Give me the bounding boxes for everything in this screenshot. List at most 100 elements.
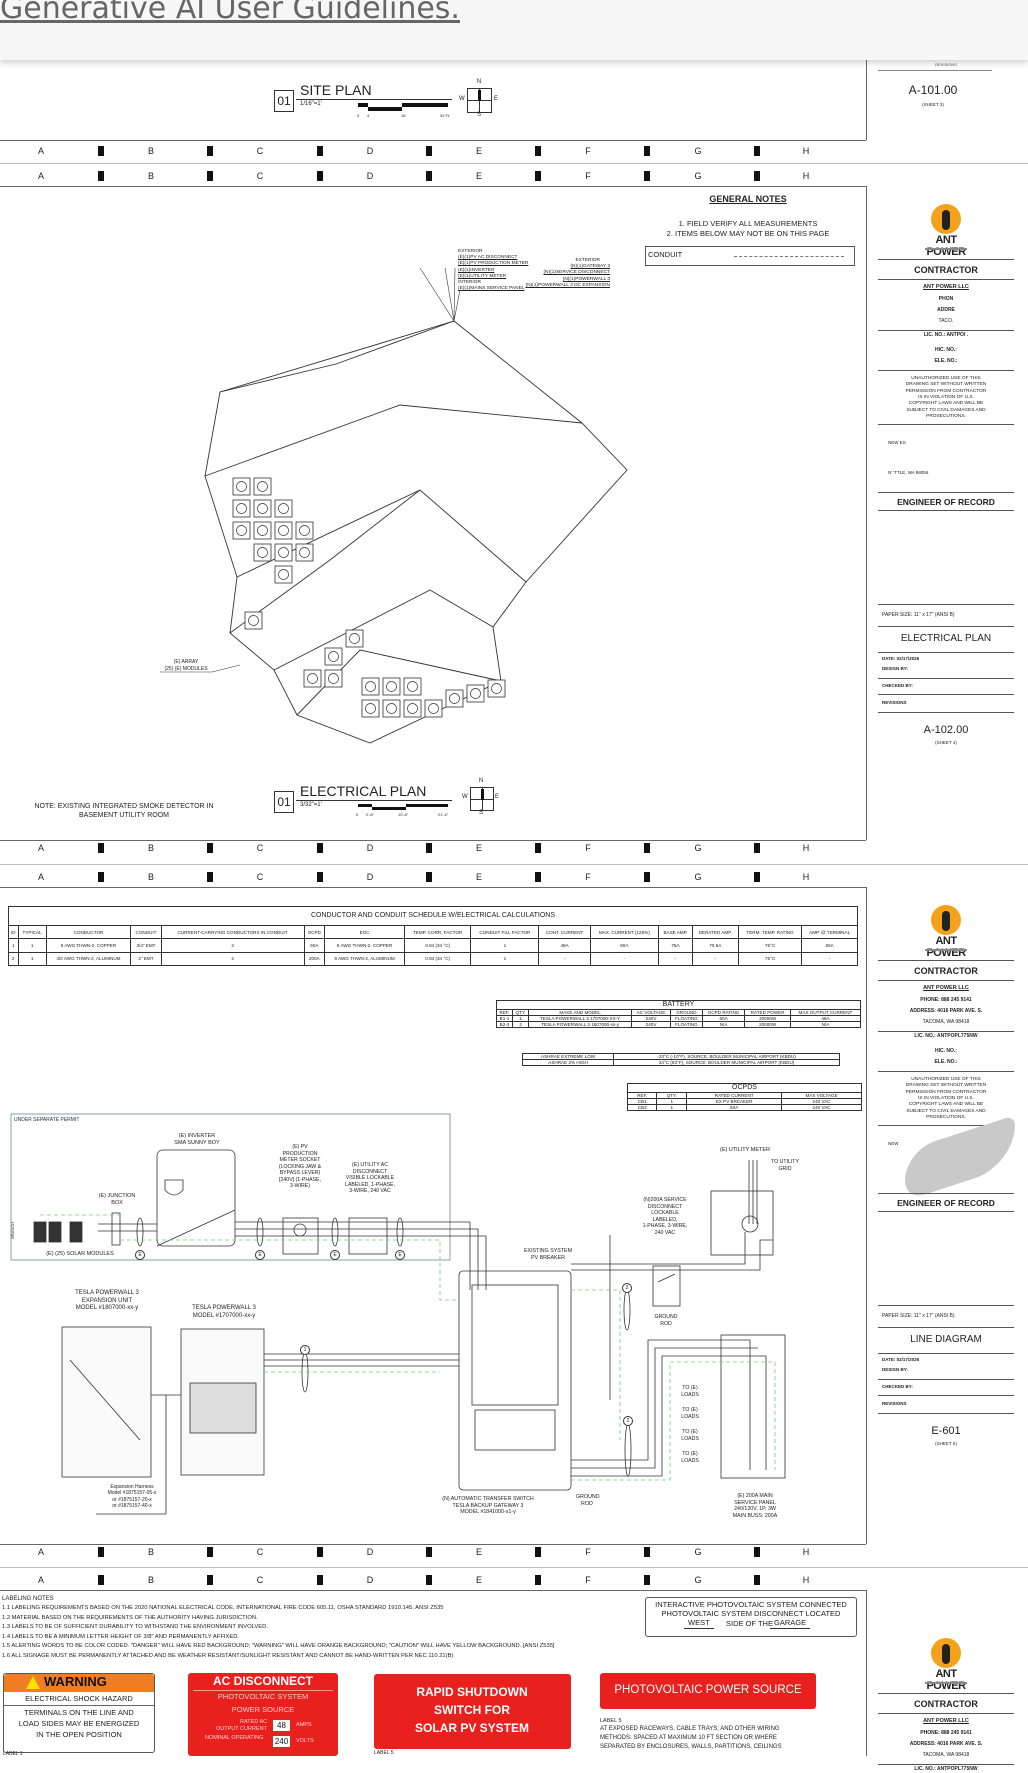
sheet-border bbox=[0, 1590, 866, 1591]
compass-s: S bbox=[476, 112, 482, 118]
callout-label: (N)(1)SERVICE DISCONNECT bbox=[543, 270, 610, 276]
table-cell: - bbox=[691, 951, 739, 967]
company-name: ANT POWER LLC bbox=[923, 1718, 969, 1724]
guidelines-link[interactable]: Generative AI User Guidelines. bbox=[0, 0, 460, 26]
grid-tick bbox=[98, 843, 104, 853]
grid-tick bbox=[98, 872, 104, 882]
solar-panel-cell bbox=[257, 481, 268, 492]
solar-panel bbox=[361, 677, 380, 696]
main-panel-label: SERVICE PANEL bbox=[734, 1499, 776, 1506]
table-cell: ASHRAE 2% HIGH bbox=[521, 1059, 615, 1067]
divider bbox=[878, 1031, 1014, 1032]
divider bbox=[878, 694, 1014, 695]
sheet-divider bbox=[0, 163, 1028, 164]
grid-tick bbox=[426, 171, 432, 181]
divider bbox=[878, 1193, 1014, 1194]
pv-breaker-label: EXISTING SYSTEM bbox=[524, 1248, 572, 1254]
sheet-date: DATE: 02/17/2026 bbox=[882, 656, 920, 661]
utility-disconnect-label: LABELED, 1-PHASE, bbox=[345, 1181, 395, 1188]
sheet-title: ELECTRICAL PLAN bbox=[900, 633, 992, 644]
schedule-table: CONDUCTOR AND CONDUIT SCHEDULE W/ELECTRI… bbox=[8, 905, 858, 967]
solar-panel bbox=[445, 689, 464, 708]
grid-tick bbox=[535, 146, 541, 156]
ele-number: ELE. NO.: bbox=[934, 1059, 958, 1065]
ats-label: TESLA BACKUP GATEWAY 3 bbox=[452, 1502, 524, 1509]
sheet-border bbox=[866, 60, 867, 140]
location-name: GARAGE bbox=[770, 1618, 811, 1629]
grid-tick bbox=[98, 1547, 104, 1557]
grid-letter: A bbox=[37, 872, 45, 882]
company-city: TACOMA, WA 98418 bbox=[922, 1019, 970, 1025]
solar-panel-cell bbox=[236, 525, 247, 536]
grid-tick bbox=[207, 146, 213, 156]
label-text: METHODS; SPACED AT MAXIMUM 10 FT SECTION… bbox=[600, 1735, 777, 1741]
table-cell: 240 VAC bbox=[781, 1103, 862, 1111]
solar-panel bbox=[253, 543, 272, 562]
table-cell: - bbox=[538, 951, 591, 967]
solar-panel bbox=[274, 543, 293, 562]
logo-ant-icon bbox=[942, 210, 950, 230]
grid-letter: C bbox=[256, 146, 264, 156]
grid-tick bbox=[207, 171, 213, 181]
grid-letter: H bbox=[802, 146, 810, 156]
powerwall-label: TESLA POWERWALL 3 bbox=[192, 1305, 256, 1311]
license-number: LIC. NO.: ANTPOI . bbox=[923, 332, 969, 338]
grid-tick bbox=[754, 171, 760, 181]
column-header: AC VOLTAGE bbox=[630, 1008, 672, 1016]
service-disconnect-label: 1-PHASE, 3-WIRE, bbox=[642, 1223, 688, 1229]
solar-panel bbox=[361, 699, 380, 718]
revisions-label: REVISIONS bbox=[882, 1401, 907, 1406]
solar-panel-cell bbox=[278, 569, 289, 580]
callout-label: (E)(1)MAINS SERVICE PANEL bbox=[458, 286, 525, 292]
solar-panel-cell bbox=[328, 673, 339, 684]
grid-letter: A bbox=[37, 1575, 45, 1585]
owner-info: NEW ES bbox=[888, 440, 906, 445]
grid-tick bbox=[535, 843, 541, 853]
grid-letter: F bbox=[585, 171, 591, 181]
powerwall-expansion-label: EXPANSION UNIT bbox=[81, 1297, 133, 1304]
solar-panel bbox=[274, 521, 293, 540]
divider bbox=[878, 604, 1014, 605]
sheet-border bbox=[0, 840, 866, 841]
sheet-index: (SHEET 3) bbox=[922, 102, 944, 107]
grid-letter: G bbox=[694, 1575, 702, 1585]
solar-modules-label: (E) (25) SOLAR MODULES bbox=[46, 1251, 114, 1257]
company-address: ADDRE bbox=[937, 307, 955, 313]
hic-number: HIC. NO.: bbox=[935, 347, 957, 353]
solar-panel bbox=[466, 684, 485, 703]
solar-panel-cell bbox=[248, 615, 259, 626]
grid-tick bbox=[317, 146, 323, 156]
table-cell: - bbox=[589, 951, 659, 967]
solar-panel-cell bbox=[299, 547, 310, 558]
logo-text: ANT POWER bbox=[926, 1668, 966, 1692]
grid-letter: B bbox=[147, 843, 155, 853]
table-cell: 60A bbox=[686, 1103, 783, 1111]
grid-letter: D bbox=[366, 146, 374, 156]
owner-info: N' 'TTLE, WA 98056 bbox=[888, 470, 929, 475]
solar-panel-cell bbox=[428, 703, 439, 714]
grid-tick bbox=[426, 872, 432, 882]
ele-number: ELE. NO.: bbox=[934, 358, 958, 364]
solar-panel-cell bbox=[365, 681, 376, 692]
grid-letter: C bbox=[256, 843, 264, 853]
solar-panel bbox=[253, 521, 272, 540]
roof-ridge bbox=[296, 649, 502, 716]
north-arrow-icon bbox=[467, 88, 492, 113]
sheet-border bbox=[0, 1544, 866, 1545]
utility-meter-label: (E) UTILITY METER bbox=[719, 1147, 771, 1153]
table-cell: 1 bbox=[17, 951, 47, 967]
junction-box-label: (E) JUNCTION bbox=[98, 1193, 136, 1199]
callout-label: (N)(1)POWERWALL 3 bbox=[562, 276, 610, 282]
grid-tick bbox=[207, 1547, 213, 1557]
solar-panel bbox=[403, 699, 422, 718]
ats-label: (N) AUTOMATIC TRANSFER SWITCH bbox=[442, 1496, 534, 1502]
loads-label: TO (E) bbox=[682, 1407, 698, 1414]
table-cell: 2 bbox=[511, 1020, 530, 1028]
pv-meter-label: (LOCKING JAW & bbox=[278, 1163, 322, 1170]
compass-n: N bbox=[478, 778, 484, 784]
grid-letter: E bbox=[475, 146, 483, 156]
divider bbox=[878, 1713, 1014, 1714]
label-text: SEPARATED BY ENCLOSURES, WALLS, PARTITIO… bbox=[600, 1744, 782, 1750]
